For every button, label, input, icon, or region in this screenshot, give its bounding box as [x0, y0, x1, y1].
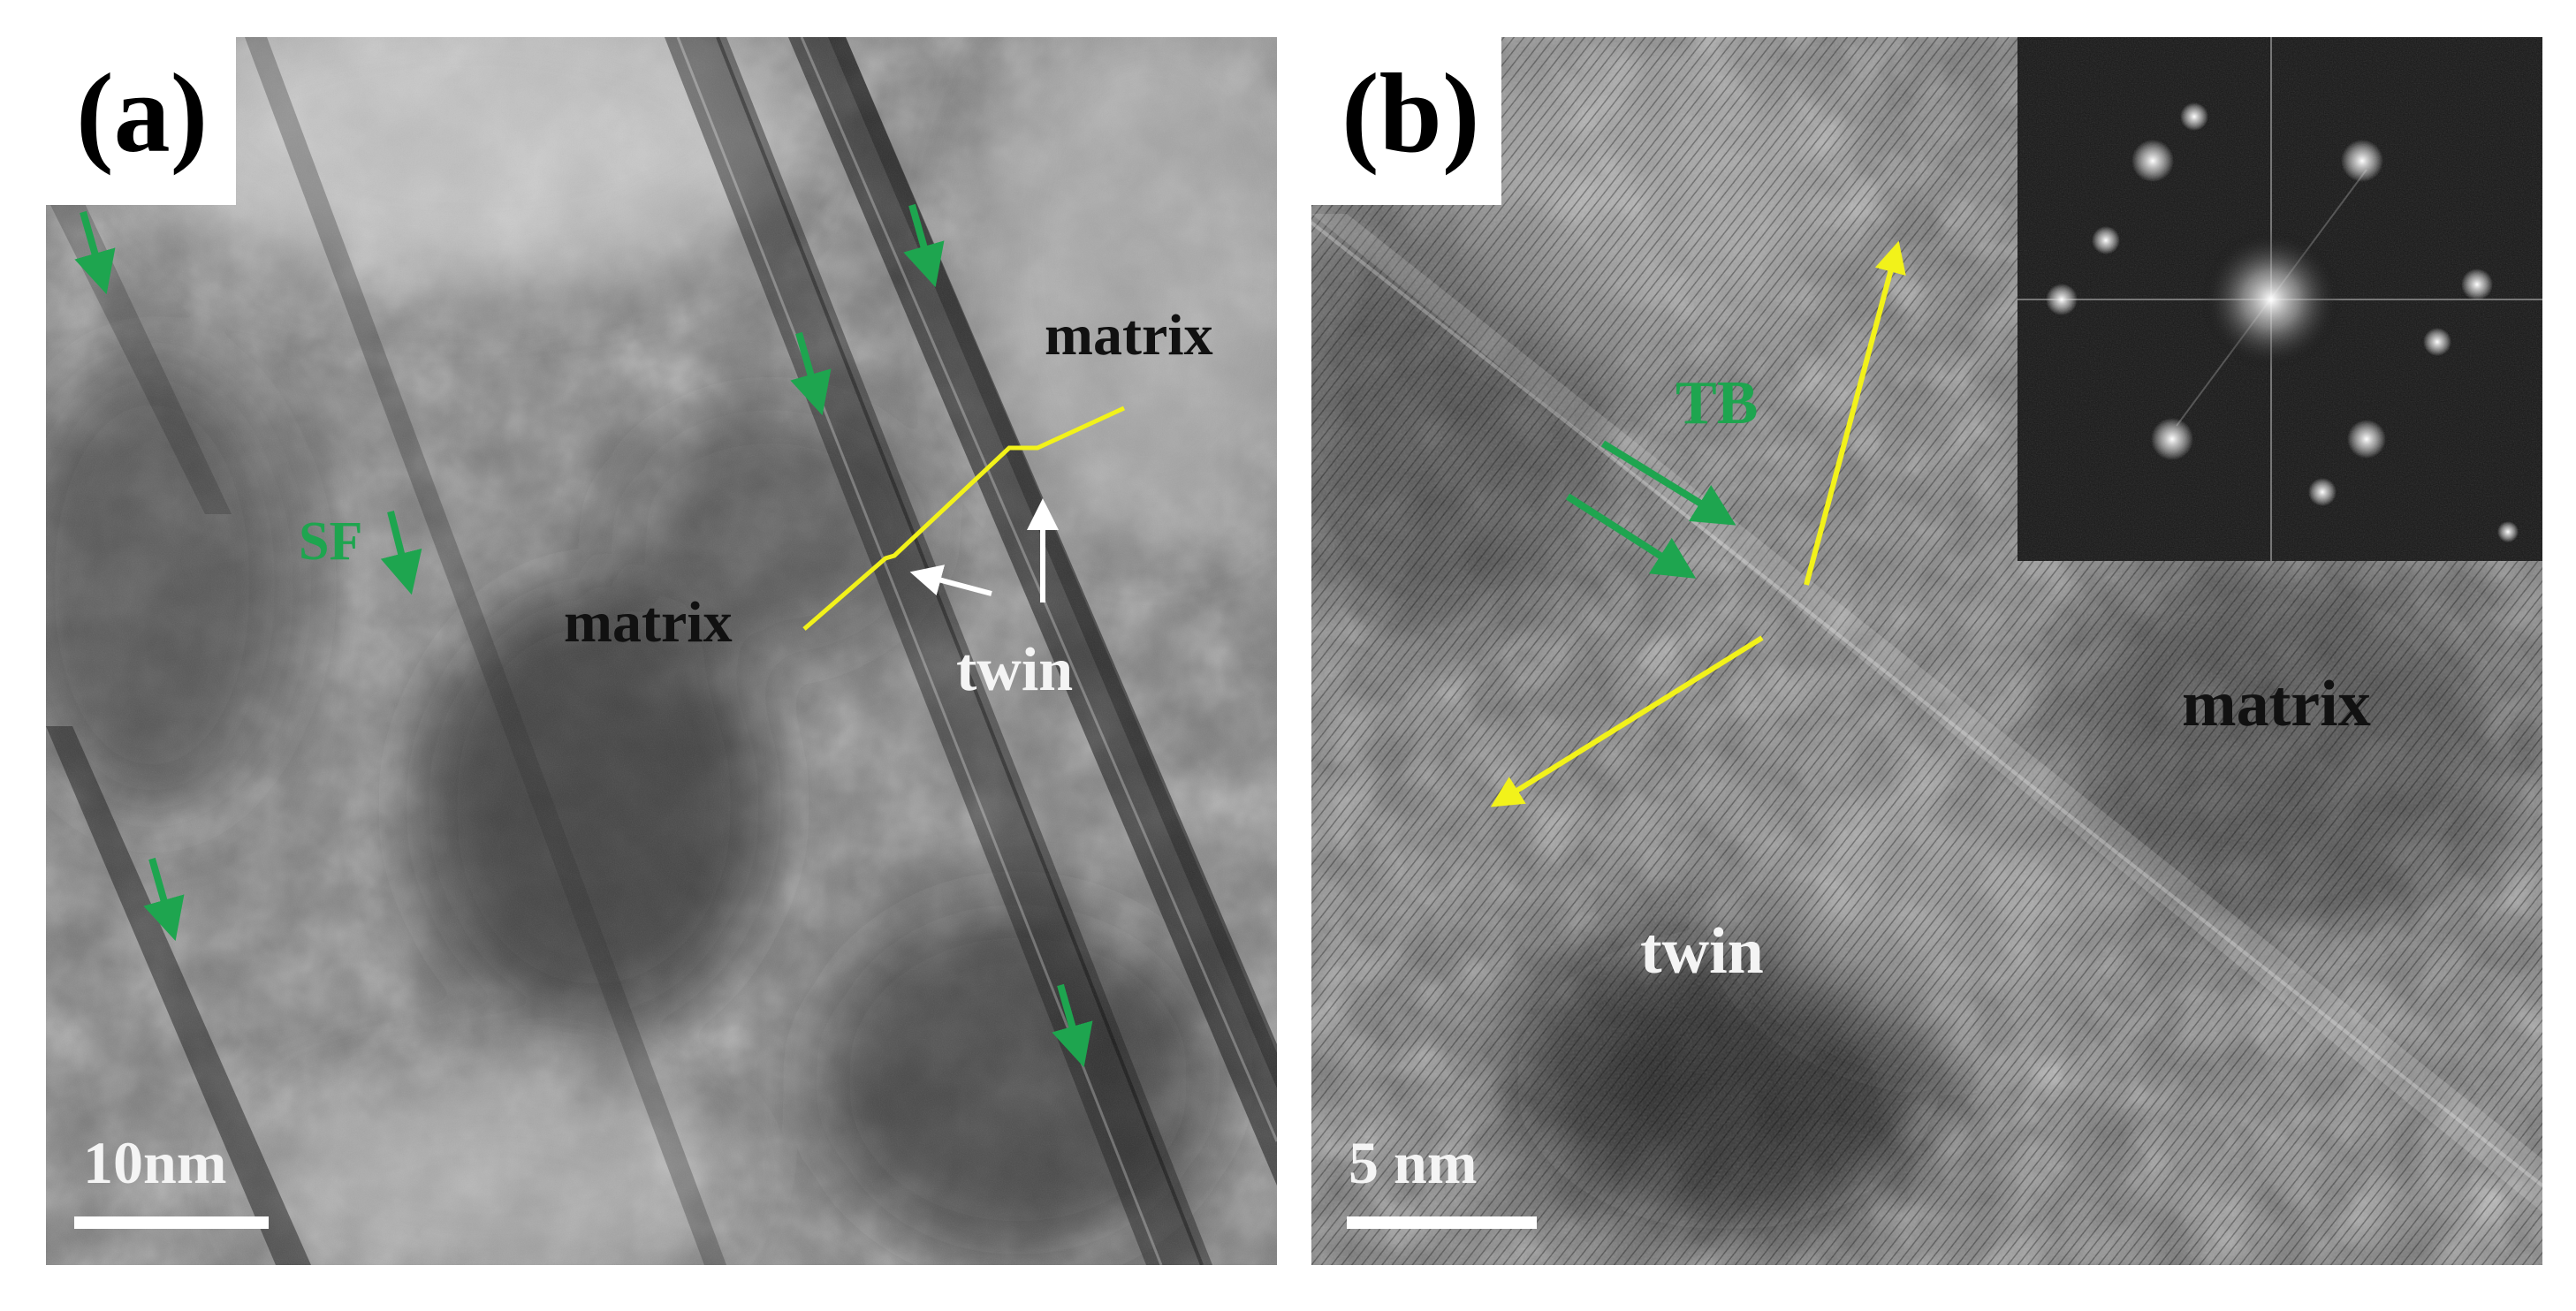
twin-label: twin [1640, 915, 1764, 988]
matrix-label: matrix [1045, 303, 1213, 368]
fft-inset [2017, 37, 2542, 561]
tb-label: TB [1676, 369, 1759, 437]
panel-label-box: (b) [1311, 37, 1501, 205]
panel-a-tem-image: (a) matrix matrix twin SF 10nm [46, 37, 1277, 1265]
diffraction-spot [2497, 521, 2519, 542]
twin-label: twin [956, 636, 1074, 704]
diffraction-spot [2423, 328, 2451, 356]
diffraction-spot [2347, 420, 2386, 458]
sf-label: SF [299, 512, 363, 572]
panel-label: (a) [76, 50, 209, 176]
diffraction-spot [2180, 102, 2208, 131]
diffraction-spot [2308, 478, 2337, 506]
panel-label-box: (a) [46, 37, 236, 205]
diffraction-spot [2092, 226, 2120, 254]
matrix-label: matrix [2182, 668, 2371, 740]
diffraction-spot [2046, 284, 2078, 315]
panel-b-hrtem-image: (b) TB matrix twin 5 nm [1311, 37, 2542, 1265]
matrix-label: matrix [564, 590, 733, 655]
diffraction-spot [2151, 418, 2193, 460]
diffraction-spot [2461, 269, 2493, 300]
scale-bar-label: 5 nm [1349, 1129, 1478, 1196]
diffraction-spot [2341, 140, 2383, 182]
diffraction-spot [2131, 140, 2174, 182]
scale-bar-label: 10nm [83, 1129, 227, 1196]
fft-pattern [2017, 37, 2542, 561]
panel-label: (b) [1341, 50, 1480, 176]
